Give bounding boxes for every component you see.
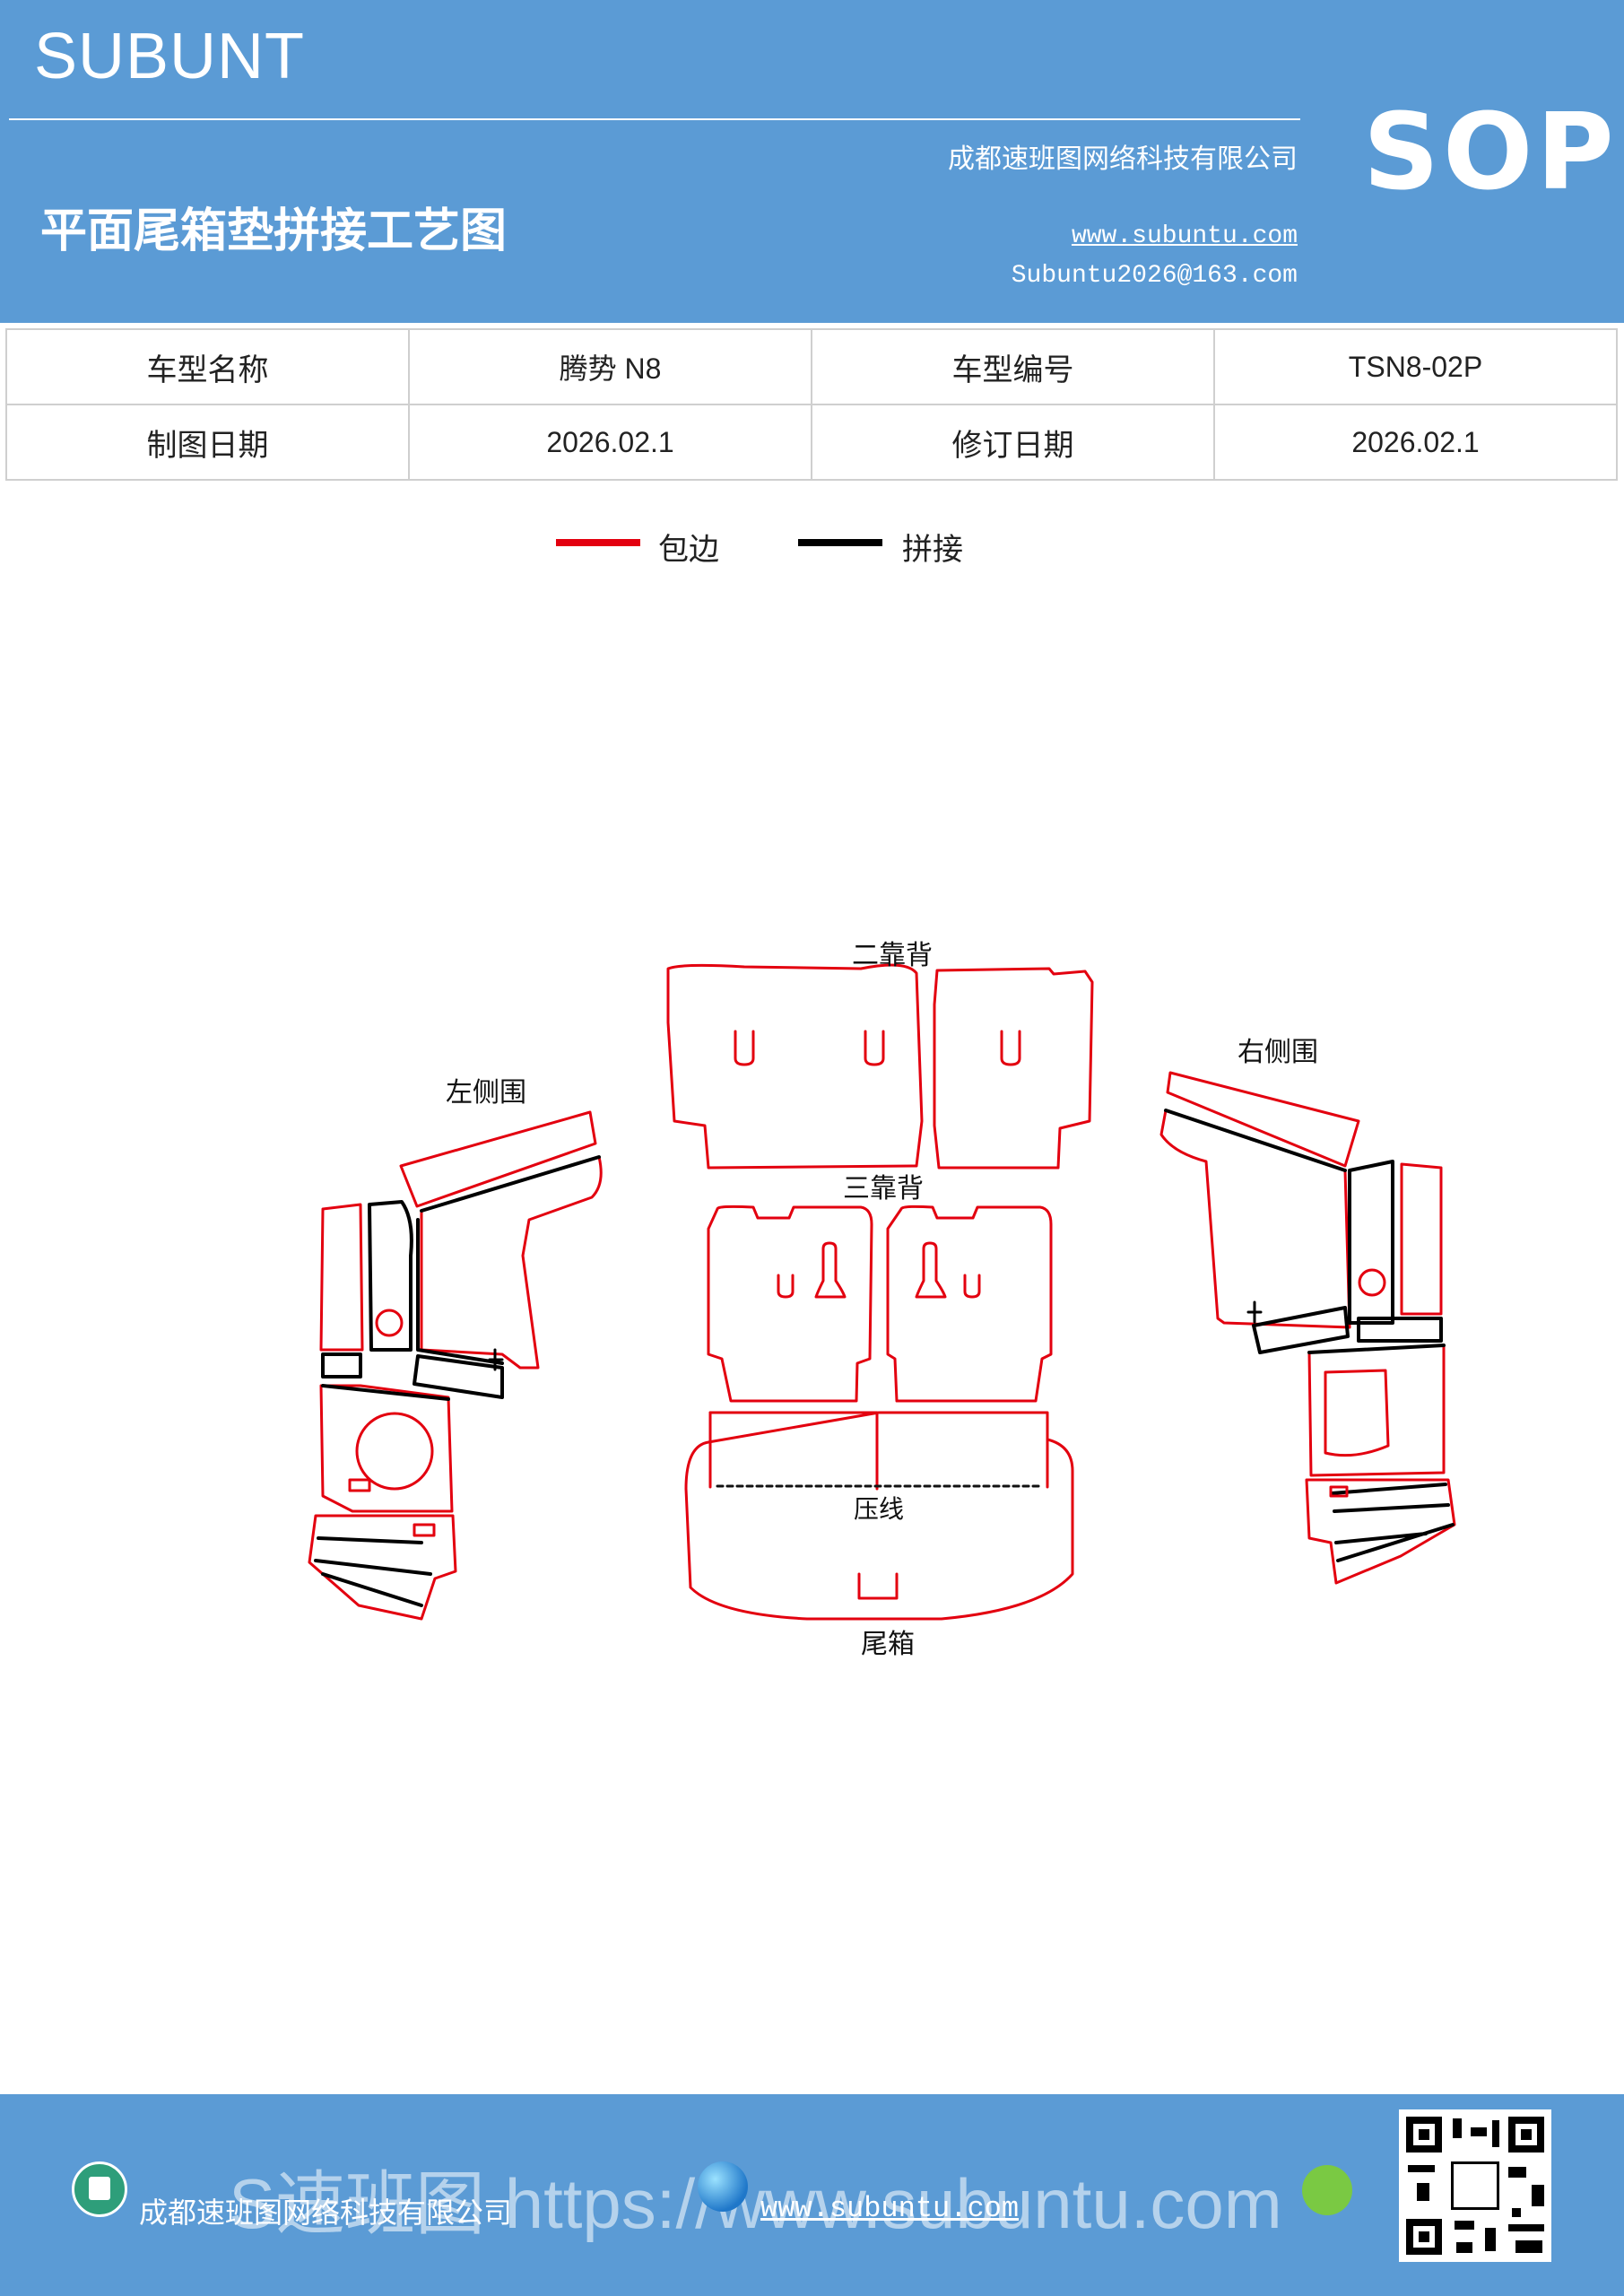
footer-website-link[interactable]: www.subuntu.com <box>760 2192 1020 2225</box>
second-back-right-hook <box>1000 1030 1021 1066</box>
left-side-hole <box>375 1309 404 1337</box>
revise-date-label: 修订日期 <box>811 404 1215 481</box>
right-side-join-strip-1 <box>1252 1306 1350 1354</box>
left-side-pillar-1 <box>319 1203 364 1352</box>
table-row: 制图日期 2026.02.1 修订日期 2026.02.1 <box>5 404 1618 481</box>
model-info-table: 车型名称 腾势 N8 车型编号 TSN8-02P 制图日期 2026.02.1 … <box>5 328 1618 481</box>
footer-banner <box>0 2094 1624 2296</box>
legend-join-label: 拼接 <box>902 532 963 568</box>
right-side-join-line-1 <box>1164 1109 1347 1172</box>
legend: 包边 拼接 <box>0 525 1624 570</box>
right-side-upper-panel <box>1159 1109 1351 1329</box>
left-side-clip <box>348 1478 371 1492</box>
left-side-top-strip <box>399 1110 597 1208</box>
model-code-label: 车型编号 <box>811 328 1215 405</box>
legend-join-swatch <box>798 539 882 546</box>
sop-badge: SOP <box>1363 90 1618 213</box>
left-side-join-strip-2 <box>413 1354 504 1399</box>
second-back-left-panel <box>666 963 924 1170</box>
third-back-left-hook <box>777 1274 795 1299</box>
left-side-bottom-clip <box>413 1523 436 1537</box>
label-trunk: 尾箱 <box>861 1629 915 1660</box>
right-side-window <box>1324 1369 1390 1457</box>
left-side-upper-panel <box>420 1155 603 1370</box>
left-side-lower-panel <box>319 1384 454 1513</box>
third-back-left-panel <box>707 1205 873 1403</box>
right-side-lower-join <box>1307 1344 1446 1354</box>
email-address[interactable]: Subuntu2026@163.com <box>1011 262 1298 290</box>
label-press-line: 压线 <box>854 1494 904 1524</box>
model-name-label: 车型名称 <box>5 328 410 405</box>
label-third-back: 三靠背 <box>843 1173 924 1205</box>
left-side-mid-panel <box>416 1218 504 1365</box>
trunk-hook <box>857 1572 899 1600</box>
right-side-top-strip <box>1166 1071 1360 1168</box>
left-side-speaker <box>355 1412 434 1491</box>
globe-icon <box>698 2161 748 2212</box>
second-back-left-hook-2 <box>864 1030 885 1066</box>
legend-edge-label: 包边 <box>658 532 719 568</box>
qr-code-icon <box>1399 2109 1551 2262</box>
right-side-bottom-panel <box>1305 1478 1456 1585</box>
right-side-pillar-1 <box>1348 1160 1394 1325</box>
third-back-right-panel <box>886 1205 1053 1403</box>
left-side-pillar-2 <box>368 1200 413 1352</box>
brand-name: SUBUNT <box>34 21 306 92</box>
draw-date-label: 制图日期 <box>5 404 410 481</box>
label-left-side: 左侧围 <box>446 1077 526 1109</box>
label-second-back: 二靠背 <box>852 940 933 971</box>
right-side-clip <box>1329 1485 1349 1498</box>
third-back-right-hook <box>963 1274 981 1299</box>
building-icon <box>72 2161 127 2217</box>
website-link[interactable]: www.subuntu.com <box>1071 222 1298 250</box>
left-side-mark <box>488 1348 504 1371</box>
company-name: 成都速班图网络科技有限公司 <box>948 144 1298 175</box>
trunk-main-panel <box>684 1411 1074 1621</box>
third-back-right-slot <box>915 1241 947 1299</box>
header-divider <box>9 118 1300 120</box>
second-back-left-hook-1 <box>734 1030 755 1066</box>
right-side-bottom-join <box>1330 1483 1455 1562</box>
page-title: 平面尾箱垫拼接工艺图 <box>40 204 508 258</box>
label-right-side: 右侧围 <box>1238 1037 1318 1068</box>
left-side-join-line-1 <box>420 1155 601 1213</box>
model-name-value: 腾势 N8 <box>408 328 812 405</box>
right-side-join-strip-2 <box>1357 1317 1443 1343</box>
right-side-hole <box>1358 1268 1386 1297</box>
right-side-mark <box>1246 1300 1263 1324</box>
left-side-lower-join <box>321 1384 450 1401</box>
left-side-join-strip-1 <box>321 1352 362 1378</box>
table-row: 车型名称 腾势 N8 车型编号 TSN8-02P <box>5 328 1618 405</box>
footer-watermark: S速班图 https://www.subuntu.com <box>229 2164 1282 2243</box>
left-side-bottom-panel <box>308 1514 457 1621</box>
third-back-left-slot <box>814 1241 847 1299</box>
footer-company: 成都速班图网络科技有限公司 <box>139 2196 513 2230</box>
right-side-pillar-2 <box>1400 1162 1443 1316</box>
legend-edge-swatch <box>556 539 640 546</box>
wechat-icon <box>1302 2165 1352 2215</box>
model-code-value: TSN8-02P <box>1213 328 1618 405</box>
draw-date-value: 2026.02.1 <box>408 404 812 481</box>
revise-date-value: 2026.02.1 <box>1213 404 1618 481</box>
second-back-right-panel <box>933 967 1094 1170</box>
header-banner <box>0 0 1624 323</box>
right-side-lower-panel <box>1307 1344 1446 1477</box>
left-side-bottom-join-1 <box>314 1536 432 1607</box>
